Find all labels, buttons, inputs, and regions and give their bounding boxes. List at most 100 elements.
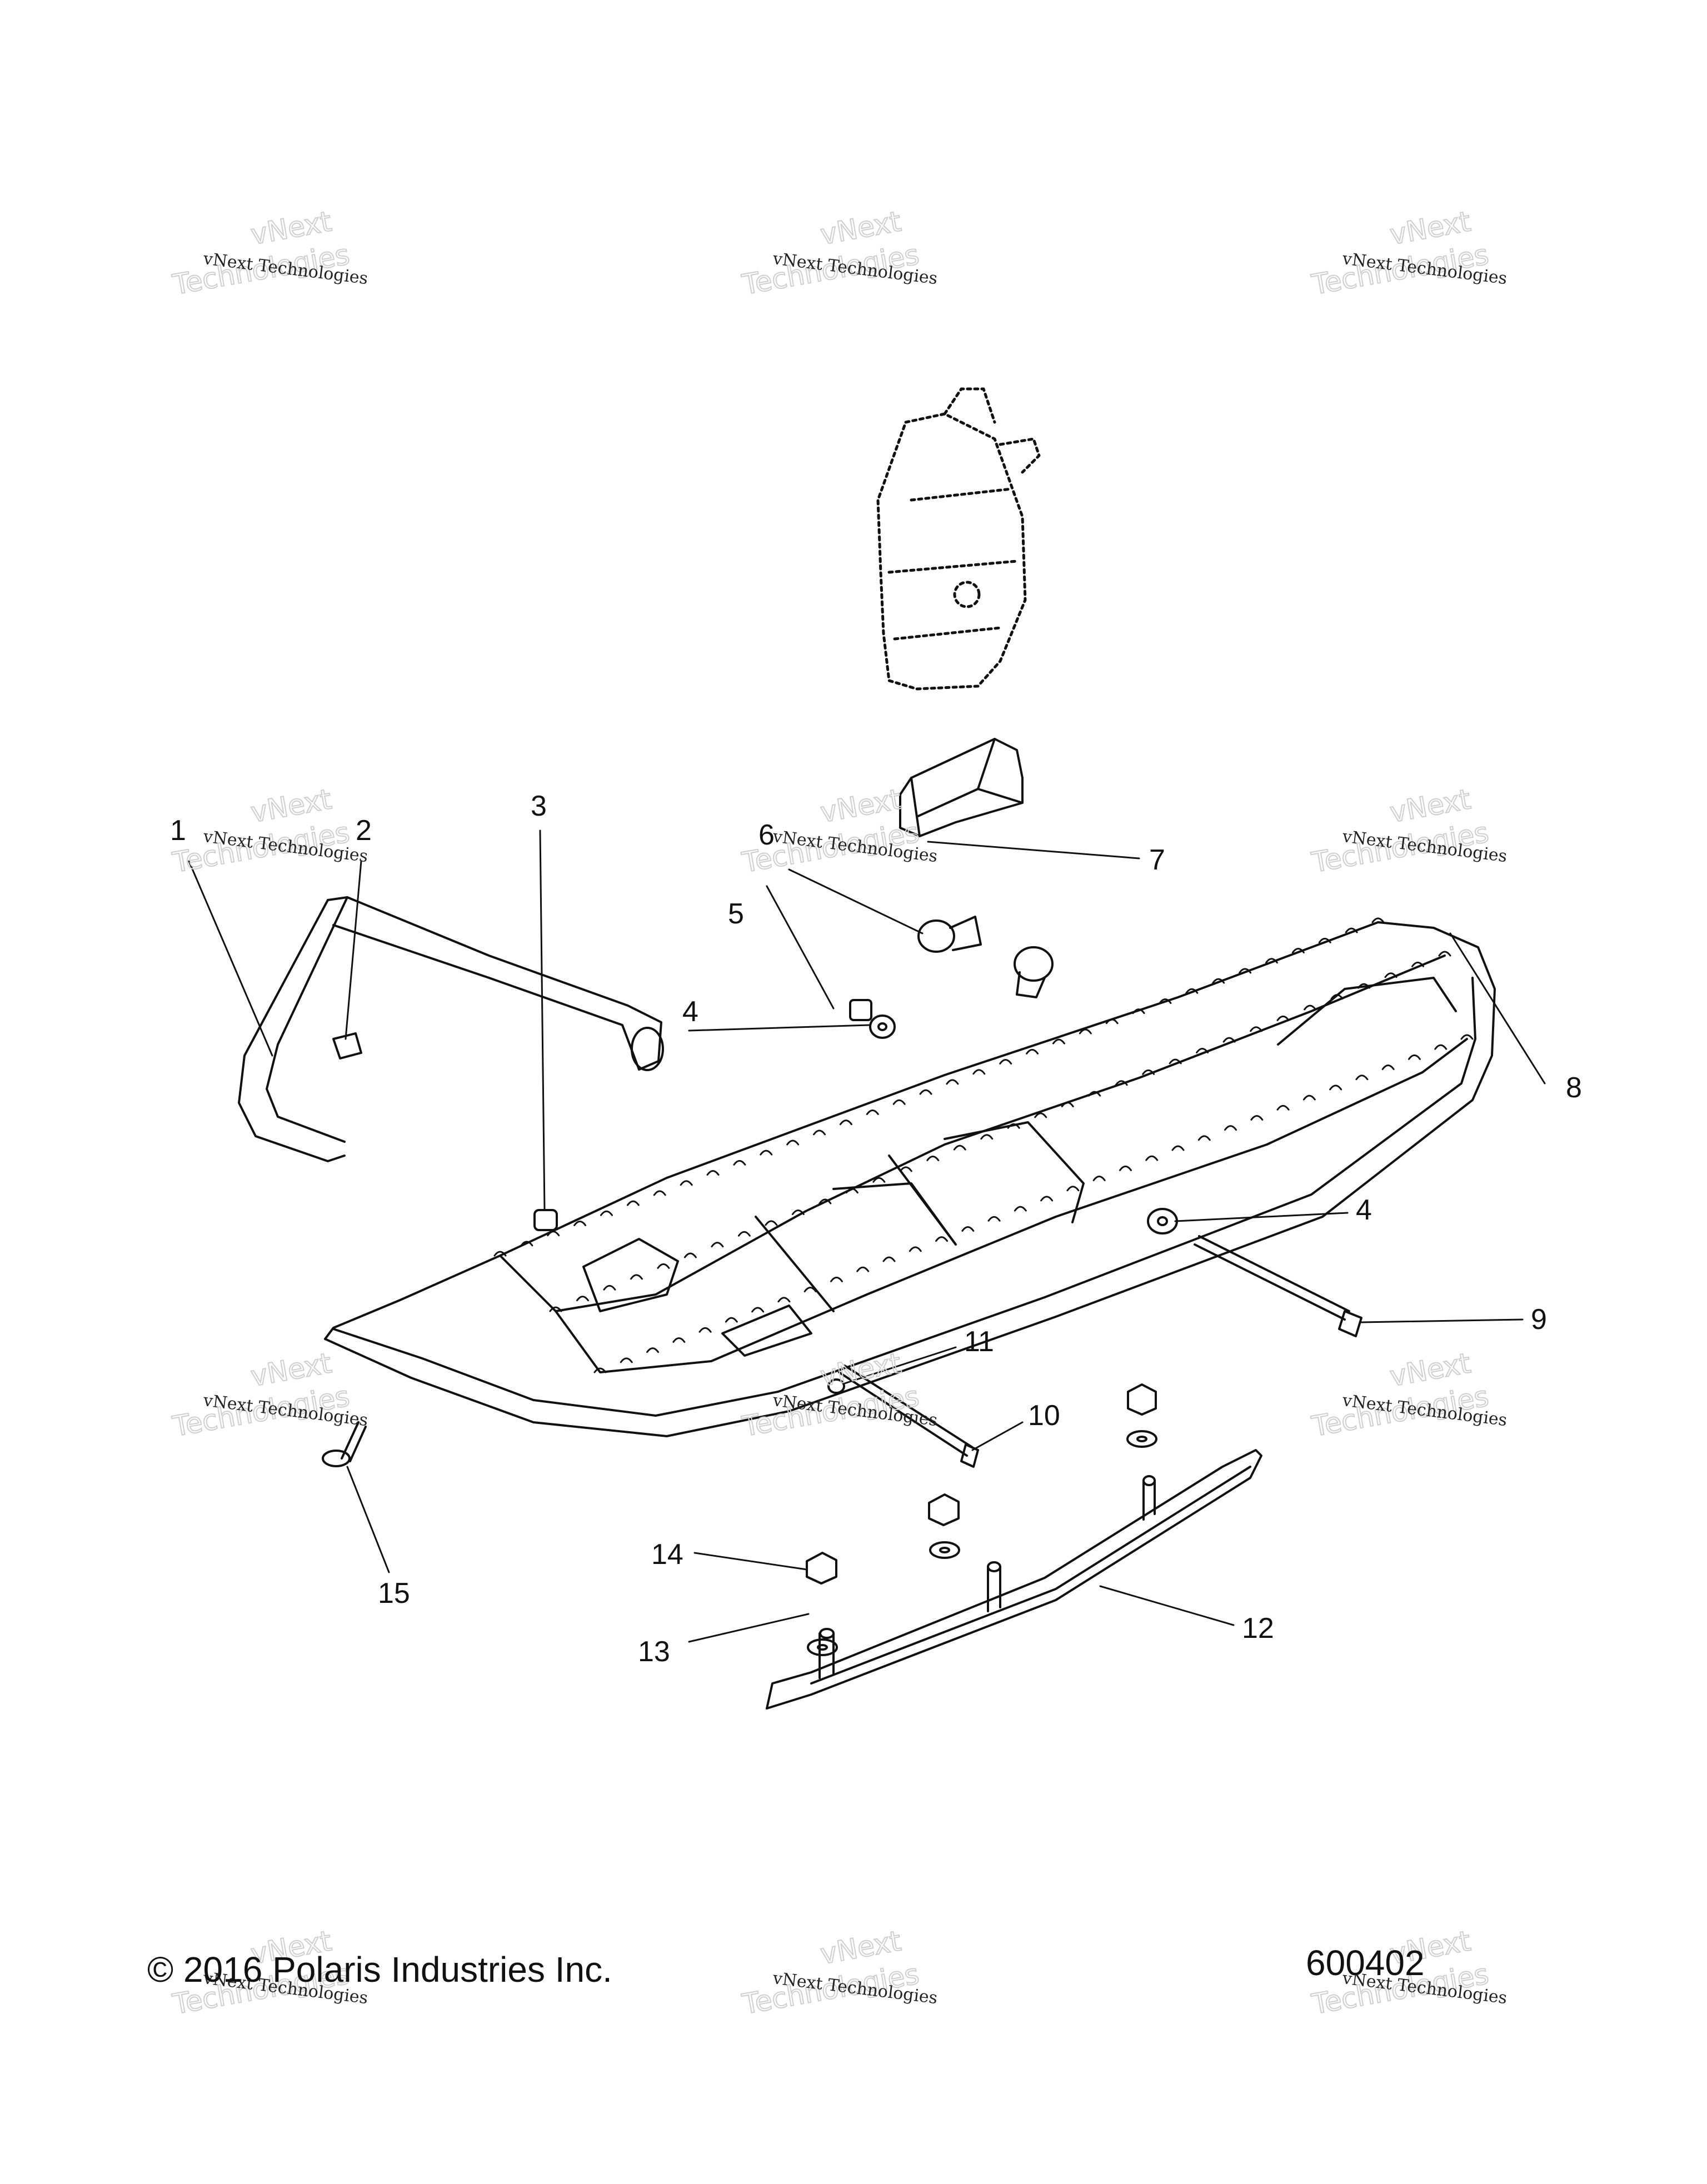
traction-bump <box>856 1266 870 1272</box>
callout-14: 14 <box>651 1538 683 1571</box>
traction-bump <box>1329 1084 1342 1091</box>
traction-bump <box>1276 1015 1290 1021</box>
traction-bump <box>1196 1048 1209 1054</box>
nut-11 <box>827 1378 845 1394</box>
callout-1: 1 <box>170 814 186 847</box>
callout-2: 2 <box>356 814 372 847</box>
traction-bump <box>882 1256 896 1262</box>
traction-bump <box>1265 958 1278 964</box>
traction-bump <box>1357 983 1371 989</box>
traction-bump <box>813 1130 826 1136</box>
callout-3: 3 <box>531 790 547 822</box>
traction-bump <box>1355 1074 1369 1081</box>
traction-bump <box>600 1210 613 1216</box>
traction-bump <box>549 1306 562 1312</box>
traction-bump <box>946 1079 959 1085</box>
traction-bump <box>646 1347 660 1353</box>
traction-bump <box>1061 1102 1074 1108</box>
traction-bump <box>493 1251 507 1257</box>
traction-bump <box>1460 1034 1474 1040</box>
traction-bump <box>1302 1095 1316 1101</box>
traction-bump <box>1224 1125 1237 1131</box>
ski-traction-bumps <box>493 917 1474 1373</box>
traction-bump <box>1411 961 1425 967</box>
traction-bump <box>576 1296 589 1302</box>
saddle-block <box>899 738 1024 837</box>
callout-13: 13 <box>638 1636 670 1668</box>
flanged-bushing <box>917 916 1054 998</box>
traction-bump <box>1079 1028 1092 1034</box>
traction-bump <box>1105 1018 1119 1024</box>
callout-4-right: 4 <box>1356 1194 1372 1226</box>
traction-bump <box>987 1216 1001 1222</box>
traction-bump <box>751 1307 765 1313</box>
traction-bump <box>1250 1115 1264 1121</box>
traction-bump <box>866 1109 879 1115</box>
traction-bump <box>725 1317 738 1323</box>
traction-bump <box>1159 998 1172 1004</box>
callout-5: 5 <box>728 898 744 930</box>
traction-bump <box>1092 1176 1106 1182</box>
traction-bump <box>672 1337 686 1343</box>
traction-bump <box>872 1177 886 1183</box>
callout-6: 6 <box>758 819 775 851</box>
traction-bump <box>698 1327 712 1333</box>
callout-9: 9 <box>1531 1303 1547 1336</box>
traction-bump <box>1119 1165 1132 1171</box>
traction-bump <box>653 1190 666 1196</box>
traction-bump <box>1222 1037 1236 1043</box>
traction-bump <box>1212 978 1225 984</box>
traction-bump <box>630 1274 643 1280</box>
traction-bump <box>839 1120 852 1126</box>
traction-bump <box>786 1140 800 1146</box>
traction-bump <box>909 1246 922 1252</box>
copyright-notice: © 2016 Polaris Industries Inc. <box>147 1950 612 1990</box>
callout-8: 8 <box>1566 1072 1582 1104</box>
traction-bump <box>1142 1069 1155 1075</box>
traction-bump <box>1304 1004 1317 1011</box>
traction-bump <box>1115 1080 1128 1086</box>
traction-bump <box>1438 951 1451 957</box>
traction-bump <box>1132 1008 1145 1014</box>
traction-bump <box>573 1220 587 1226</box>
nut-3 <box>533 1209 558 1231</box>
traction-bump <box>1345 927 1358 933</box>
traction-bump <box>1384 972 1397 978</box>
bolt-10 <box>838 1365 979 1468</box>
spindle-bolt <box>1194 1235 1362 1337</box>
traction-bump <box>657 1263 670 1269</box>
traction-bump <box>1014 1206 1027 1212</box>
traction-bump <box>919 1089 932 1095</box>
rivet-15 <box>322 1421 367 1467</box>
traction-bump <box>626 1200 640 1206</box>
traction-bump <box>680 1180 693 1186</box>
callout-10: 10 <box>1028 1400 1060 1432</box>
traction-bump <box>1169 1058 1182 1064</box>
traction-bump <box>961 1226 975 1232</box>
traction-bump <box>845 1188 859 1194</box>
callout-numbers: 1 2 3 6 5 4 7 8 4 9 11 10 12 13 14 15 <box>170 790 1582 1668</box>
spindle-reference-outline <box>876 387 1041 691</box>
traction-bump <box>999 1059 1012 1065</box>
traction-bump <box>1239 968 1252 974</box>
traction-bump <box>935 1236 949 1242</box>
traction-bump <box>1291 948 1305 954</box>
traction-bump <box>1381 1064 1395 1071</box>
traction-bump <box>899 1166 912 1172</box>
traction-bump <box>1026 1048 1039 1054</box>
ski-body <box>324 921 1496 1437</box>
traction-bump <box>1007 1123 1020 1129</box>
traction-bump <box>818 1198 832 1205</box>
traction-bump <box>1371 917 1385 923</box>
traction-bump <box>1250 1026 1263 1032</box>
ski-loop <box>238 896 664 1162</box>
traction-bump <box>1185 988 1199 994</box>
traction-bump <box>1407 1054 1421 1060</box>
callout-7: 7 <box>1149 844 1165 876</box>
